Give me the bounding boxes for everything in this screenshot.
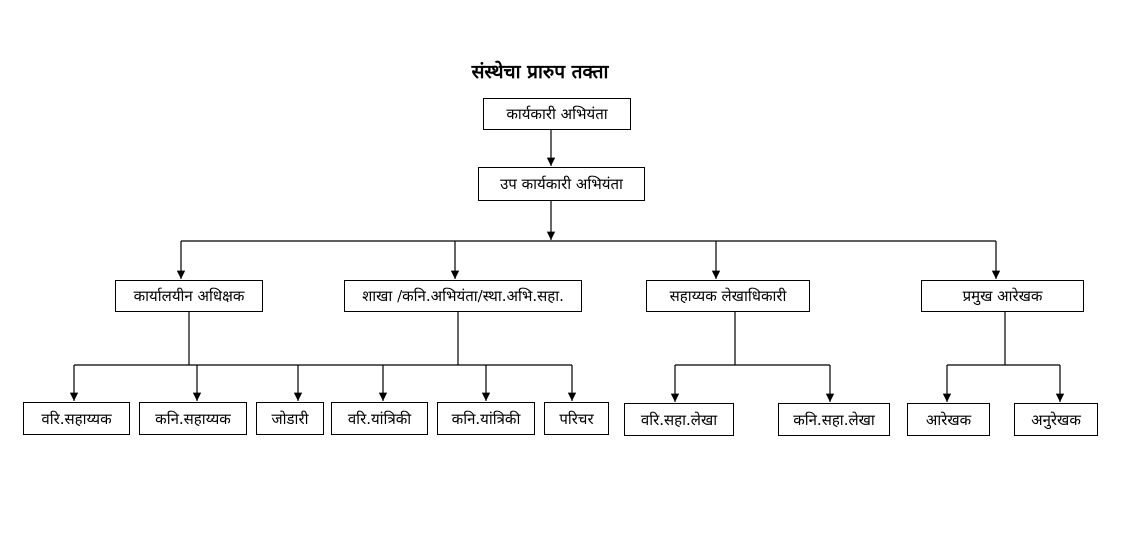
node-office-superintendent: कार्यालयीन अधिक्षक bbox=[115, 280, 263, 312]
node-senior-accounts-assistant: वरि.सहा.लेखा bbox=[624, 403, 734, 436]
node-senior-mechanic: वरि.यांत्रिकी bbox=[331, 402, 428, 435]
node-junior-mechanic: कनि.यांत्रिकी bbox=[437, 402, 535, 435]
node-fitter: जोडारी bbox=[256, 402, 324, 435]
node-senior-assistant: वरि.सहाय्यक bbox=[23, 402, 130, 435]
node-assistant-accounts-officer: सहाय्यक लेखाधिकारी bbox=[646, 280, 810, 312]
node-attendant: परिचर bbox=[544, 402, 609, 435]
node-executive-engineer: कार्यकारी अभियंता bbox=[483, 98, 631, 130]
node-branch-engineer: शाखा /कनि.अभियंता/स्था.अभि.सहा. bbox=[344, 280, 582, 312]
node-junior-accounts-assistant: कनि.सहा.लेखा bbox=[778, 403, 890, 436]
node-junior-assistant: कनि.सहाय्यक bbox=[139, 402, 247, 435]
node-draftsman: आरेखक bbox=[907, 403, 990, 436]
chart-title: संस्थेचा प्रारुप तक्ता bbox=[471, 61, 609, 83]
node-chief-draftsman: प्रमुख आरेखक bbox=[921, 280, 1084, 312]
node-tracer: अनुरेखक bbox=[1014, 403, 1098, 436]
node-deputy-executive-engineer: उप कार्यकारी अभियंता bbox=[478, 167, 645, 201]
